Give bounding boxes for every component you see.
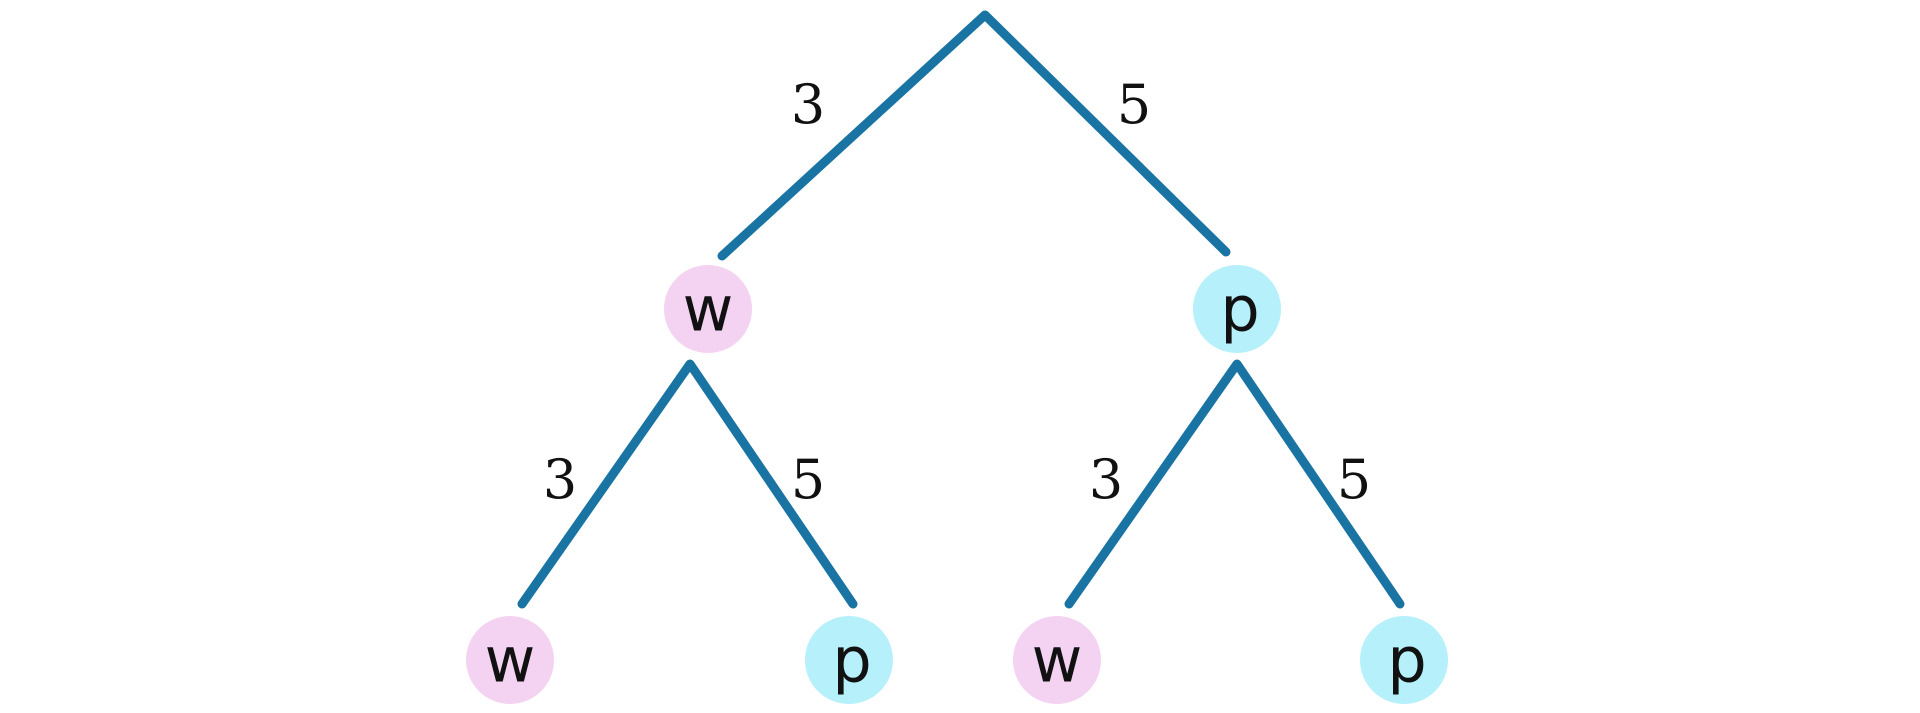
node-level2-2: p (805, 616, 893, 704)
node-label: p (1220, 273, 1259, 346)
node-level1-right: p (1193, 265, 1281, 353)
node-label: w (485, 624, 536, 697)
node-circle (1013, 616, 1101, 704)
node-circle (1193, 265, 1281, 353)
weight-p-left: 3 (1089, 448, 1123, 511)
weight-p-right: 5 (1337, 448, 1371, 511)
weight-root-left: 3 (791, 73, 825, 136)
node-label: p (832, 624, 871, 697)
branch-root-pair (717, 10, 1231, 261)
node-label: w (683, 273, 734, 346)
branch-p-pair (1064, 359, 1405, 609)
node-circle (466, 616, 554, 704)
weight-w-right: 5 (791, 448, 825, 511)
node-label: p (1387, 624, 1426, 697)
node-circle (1360, 616, 1448, 704)
node-circle (664, 265, 752, 353)
weight-w-left: 3 (543, 448, 577, 511)
node-level2-3: w (1013, 616, 1101, 704)
branch-w-pair (517, 359, 858, 609)
weight-root-right: 5 (1117, 73, 1151, 136)
node-circle (805, 616, 893, 704)
node-level2-4: p (1360, 616, 1448, 704)
node-level2-1: w (466, 616, 554, 704)
node-label: w (1032, 624, 1083, 697)
node-level1-left: w (664, 265, 752, 353)
